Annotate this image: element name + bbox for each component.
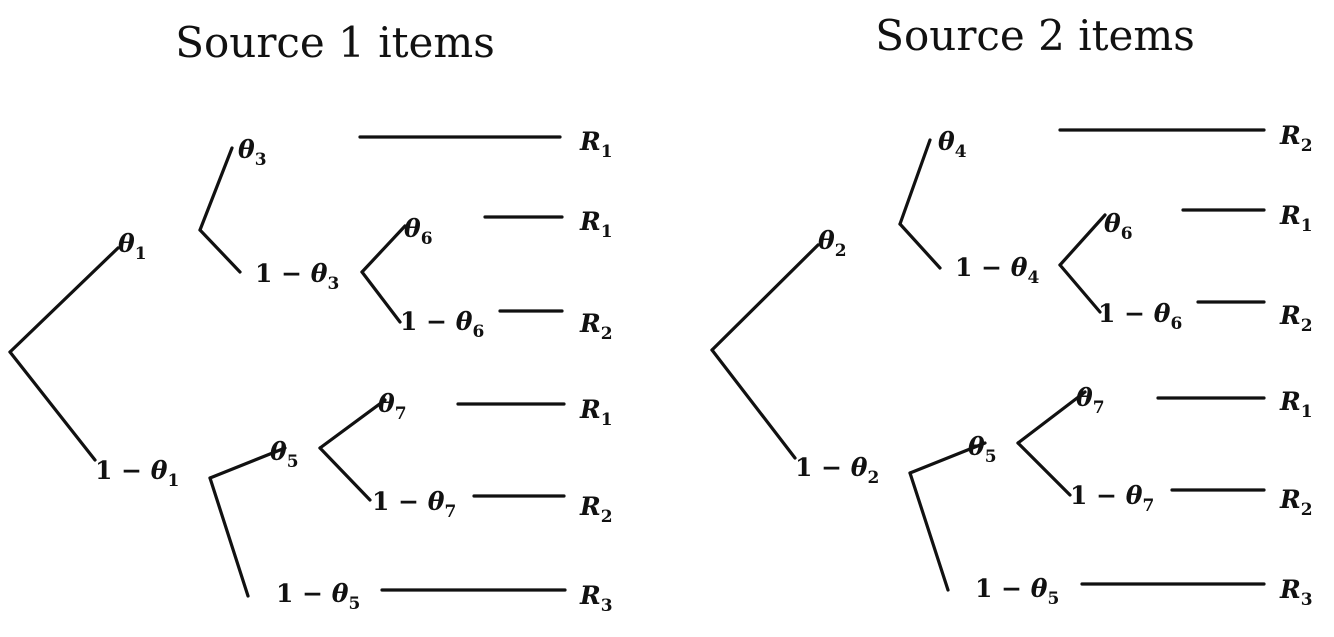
branch-probability-label: 1 − θ5: [276, 579, 360, 614]
tree-title: Source 1 items: [175, 18, 495, 67]
branch-probability-label: 1 − θ7: [372, 487, 456, 522]
outcome-label: R2: [579, 492, 613, 527]
branch-probability-label: θ5: [270, 437, 299, 472]
tree-branch: [908, 441, 987, 475]
source-1-tree: Source 1 items θ1 1 − θ1 θ3 1 − θ3 θ6 1 − θ6 θ5…: [8, 18, 613, 616]
outcome-label: R2: [1279, 485, 1313, 520]
tree-branch: [1016, 390, 1087, 445]
branch-probability-label: θ1: [118, 229, 147, 264]
outcome-label: R1: [579, 207, 613, 242]
tree-branch: [710, 348, 797, 460]
tree-branch: [908, 471, 950, 592]
branch-probability-label: θ5: [968, 432, 997, 467]
outcome-label: R1: [1279, 387, 1313, 422]
tree-branch: [198, 146, 234, 232]
branch-probability-label: 1 − θ3: [255, 259, 339, 294]
outcome-label: R3: [1279, 575, 1313, 610]
tree-branch: [898, 138, 932, 226]
branch-probability-label: 1 − θ2: [795, 453, 879, 488]
tree-branch: [898, 222, 942, 270]
tree-branch: [318, 398, 387, 450]
tree-branch: [1016, 441, 1072, 497]
tree-branch: [360, 224, 407, 274]
branch-probability-label: θ3: [238, 135, 267, 170]
branch-probability-label: 1 − θ7: [1070, 481, 1154, 516]
branch-probability-label: 1 − θ1: [95, 456, 179, 491]
tree-branch: [710, 243, 820, 352]
outcome-label: R2: [579, 309, 613, 344]
tree-branch: [1058, 263, 1102, 314]
source-2-tree: Source 2 items θ2 1 − θ2 θ4 1 − θ4 θ6 1 − θ6 θ5…: [710, 11, 1313, 610]
branch-probability-label: θ6: [404, 214, 433, 249]
branch-probability-label: θ7: [378, 389, 407, 424]
tree-branch: [318, 446, 372, 502]
branch-probability-label: 1 − θ4: [955, 253, 1039, 288]
branch-probability-label: θ2: [818, 226, 847, 261]
outcome-label: R3: [579, 581, 613, 616]
branch-probability-label: 1 − θ6: [1098, 299, 1182, 334]
tree-branch: [1058, 213, 1107, 267]
outcome-label: R1: [579, 127, 613, 162]
tree-branch: [208, 476, 250, 598]
branch-probability-label: 1 − θ6: [400, 307, 484, 342]
tree-branch: [8, 246, 120, 354]
tree-branch: [198, 228, 242, 274]
outcome-label: R2: [1279, 121, 1313, 156]
tree-branch: [8, 350, 97, 462]
branch-probability-label: θ6: [1104, 209, 1133, 244]
branch-probability-label: θ4: [938, 127, 967, 162]
outcome-label: R1: [579, 395, 613, 430]
outcome-label: R1: [1279, 201, 1313, 236]
outcome-label: R2: [1279, 301, 1313, 336]
tree-branch: [208, 446, 287, 480]
tree-branch: [360, 270, 402, 324]
tree-title: Source 2 items: [875, 11, 1195, 60]
branch-probability-label: 1 − θ5: [975, 574, 1059, 609]
branch-probability-label: θ7: [1076, 383, 1105, 418]
